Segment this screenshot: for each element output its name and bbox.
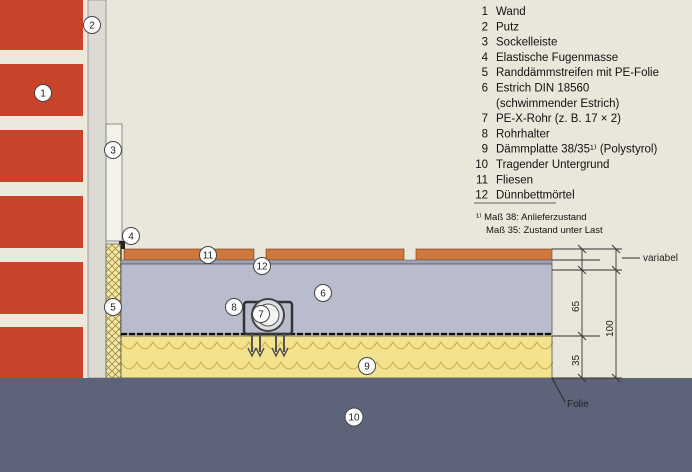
legend: 1 Wand 2 Putz 3 Sockelleiste 4 Elastische Fugen… <box>475 6 659 202</box>
marker-11: 11 <box>199 246 217 264</box>
legend-item-text: Sockelleiste <box>496 37 557 49</box>
legend-item-number: 5 <box>482 67 488 79</box>
marker-5: 5 <box>104 298 122 316</box>
legend-item: 8 Rohrhalter <box>482 128 550 140</box>
legend-item-text: PE-X-Rohr (z. B. 17 × 2) <box>496 113 621 125</box>
marker-8: 8 <box>225 298 243 316</box>
insulation-board <box>120 335 554 379</box>
legend-item: 6 Estrich DIN 18560 <box>482 83 590 95</box>
legend-item: 11 Fliesen <box>476 174 533 186</box>
svg-text:4: 4 <box>128 232 134 243</box>
thin-bed-mortar <box>120 259 553 265</box>
legend-item-text: Fliesen <box>496 174 533 186</box>
marker-3: 3 <box>104 141 122 159</box>
svg-text:6: 6 <box>320 289 326 300</box>
legend-item: (schwimmender Estrich) <box>496 98 619 110</box>
load-bearing-subfloor <box>0 378 692 472</box>
svg-text:11: 11 <box>203 251 214 262</box>
legend-item-text: (schwimmender Estrich) <box>496 98 619 110</box>
svg-text:8: 8 <box>231 303 237 314</box>
svg-text:5: 5 <box>110 303 116 314</box>
dimension-variabel: variabel <box>643 253 678 264</box>
legend-item-text: Wand <box>496 6 526 18</box>
svg-text:12: 12 <box>256 262 268 273</box>
svg-text:3: 3 <box>110 146 116 157</box>
marker-12: 12 <box>253 257 271 275</box>
legend-item-number: 8 <box>482 128 488 140</box>
brick-wall <box>0 0 88 378</box>
footnote-line-2: Maß 35: Zustand unter Last <box>486 225 603 236</box>
legend-item-number: 9 <box>482 144 488 156</box>
legend-item-text: Randdämmstreifen mit PE-Folie <box>496 67 659 79</box>
legend-item: 5 Randdämmstreifen mit PE-Folie <box>482 67 659 79</box>
legend-item-number: 4 <box>482 52 489 64</box>
tile-layer <box>123 248 553 261</box>
marker-9: 9 <box>358 357 376 375</box>
svg-text:7: 7 <box>258 310 264 321</box>
dimension-65: 65 <box>571 300 582 312</box>
legend-item-number: 7 <box>482 113 488 125</box>
marker-10: 10 <box>344 407 364 427</box>
plaster-layer <box>87 0 107 379</box>
marker-2: 2 <box>83 16 101 34</box>
legend-item-text: Estrich DIN 18560 <box>496 83 589 95</box>
legend-item-text: Rohrhalter <box>496 128 550 140</box>
legend-item: 10 Tragender Untergrund <box>475 159 609 171</box>
screed-layer <box>120 263 553 335</box>
dimension-35: 35 <box>571 354 582 366</box>
dimension-100: 100 <box>605 320 616 337</box>
marker-1: 1 <box>34 84 52 102</box>
marker-6: 6 <box>314 284 332 302</box>
legend-item-number: 10 <box>475 159 488 171</box>
legend-item-text: Dünnbettmörtel <box>496 190 575 202</box>
svg-text:10: 10 <box>348 413 360 424</box>
dimension-lines <box>552 244 640 383</box>
legend-item: 1 Wand <box>482 6 526 18</box>
marker-4: 4 <box>122 227 140 245</box>
legend-item-text: Elastische Fugenmasse <box>496 52 618 64</box>
svg-text:9: 9 <box>364 362 370 373</box>
legend-item-number: 6 <box>482 83 488 95</box>
legend-item-text: Dämmplatte 38/35¹⁾ (Polystyrol) <box>496 143 657 156</box>
legend-item: 12 Dünnbettmörtel <box>475 190 574 202</box>
legend-item: 4 Elastische Fugenmasse <box>482 52 619 64</box>
legend-item-number: 1 <box>482 6 488 18</box>
marker-7: 7 <box>252 305 270 323</box>
legend-item: 2 Putz <box>482 21 520 33</box>
svg-text:2: 2 <box>89 21 95 32</box>
legend-item: 7 PE-X-Rohr (z. B. 17 × 2) <box>482 113 622 125</box>
legend-item-text: Tragender Untergrund <box>496 159 609 171</box>
legend-item-number: 11 <box>476 174 488 186</box>
folie-leader <box>551 377 566 403</box>
legend-item-number: 3 <box>482 37 488 49</box>
legend-item-number: 2 <box>482 21 488 33</box>
legend-item: 9 Dämmplatte 38/35¹⁾ (Polystyrol) <box>482 143 658 156</box>
joint-sealant <box>119 241 125 249</box>
folie-label: Folie <box>567 399 589 410</box>
svg-text:1: 1 <box>40 89 46 100</box>
legend-item-number: 12 <box>475 190 488 202</box>
legend-item-text: Putz <box>496 21 519 33</box>
footnote-line-1: ¹⁾ Maß 38: Anlieferzustand <box>476 212 587 223</box>
legend-item: 3 Sockelleiste <box>482 37 558 49</box>
